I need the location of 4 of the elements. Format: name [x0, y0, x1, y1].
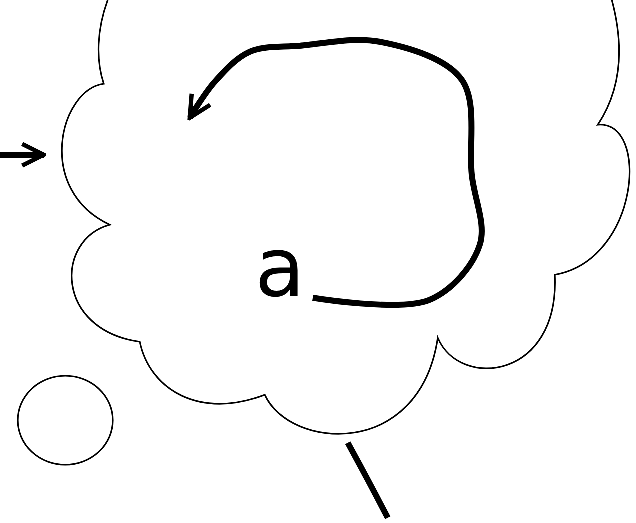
- arrow: [187, 37, 485, 308]
- connector-line: [345, 442, 391, 520]
- arrow: [0, 142, 46, 168]
- state-label: a: [255, 228, 306, 310]
